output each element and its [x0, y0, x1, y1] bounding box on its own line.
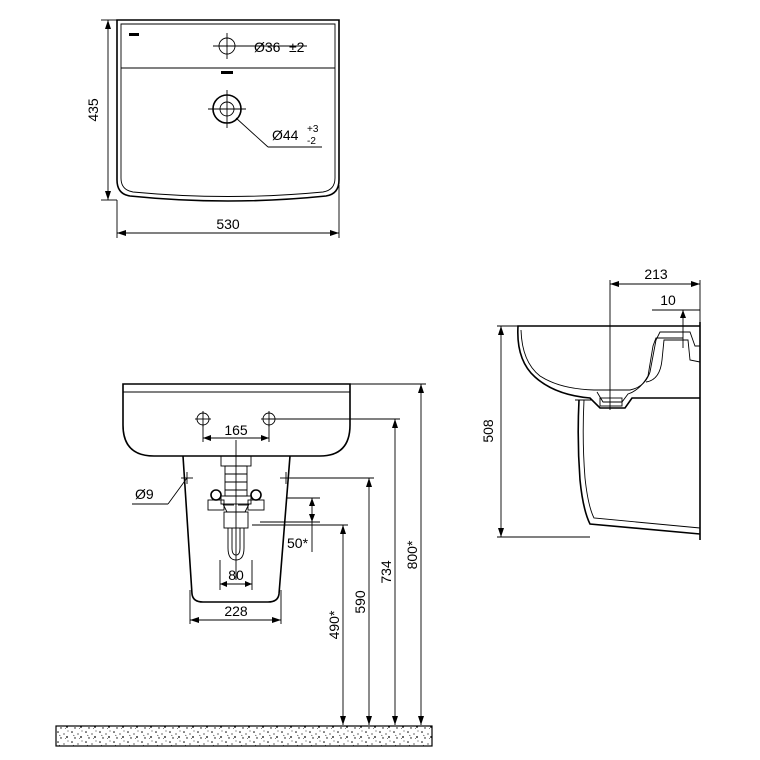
logo-mark: [129, 33, 139, 36]
side-view: 213 10 508: [480, 266, 701, 540]
height-590-label: 590: [352, 590, 368, 614]
fixing-leader: [167, 477, 188, 505]
side-drain-body: [599, 397, 623, 407]
pedestal-width-dimension: [189, 590, 282, 624]
drain-hole-diameter: Ø44: [272, 127, 299, 143]
angle-valve-left: [207, 489, 234, 511]
trap-offset-dimension: [260, 497, 320, 552]
depth-label-side: 213: [644, 266, 668, 282]
height-490-label: 490*: [326, 610, 342, 639]
width-dimension-top: [116, 185, 340, 238]
top-view: Ø36 ±2 Ø44 +3 -2 435 530: [85, 19, 340, 238]
basin-inner-top: [120, 23, 336, 197]
pedestal-side-inner: [582, 399, 701, 529]
height-dimension-800: [350, 383, 426, 725]
angle-valve-right: [238, 489, 265, 511]
trap-width-dimension: [219, 560, 253, 590]
height-dimension-734: [269, 418, 400, 725]
tap-spacing-dimension: [202, 425, 270, 442]
overflow-slot: [221, 71, 233, 74]
basin-section-inner2: [596, 337, 683, 403]
top-width-label: 530: [216, 216, 240, 232]
tap-hole-tolerance: ±2: [289, 39, 305, 55]
drain-hole-tol-plus: +3: [307, 124, 319, 135]
basin-front: [122, 383, 351, 457]
floor-hatch: [55, 725, 433, 747]
pedestal-width-label: 228: [224, 603, 248, 619]
tap-hole-diameter: Ø36: [254, 39, 281, 55]
height-dimension-side: [497, 325, 590, 538]
pedestal-front: [182, 455, 291, 603]
trap-width-label: 80: [228, 567, 244, 583]
basin-section-inner: [520, 329, 700, 391]
height-label-side: 508: [480, 419, 496, 443]
drain-hole-tol-minus: -2: [307, 136, 316, 147]
tap-hole-symbol: [213, 33, 307, 59]
depth-dimension-side: [610, 280, 701, 326]
rim-label-side: 10: [660, 292, 676, 308]
height-dimension-590: [290, 477, 374, 725]
basin-section-outer: [517, 325, 700, 409]
pedestal-side: [577, 399, 701, 535]
front-view: 165: [55, 383, 433, 747]
top-height-label: 435: [85, 98, 101, 122]
waste-trap: [220, 440, 252, 580]
drain-hole-symbol: [208, 90, 322, 148]
rim-dimension-side: [652, 309, 700, 348]
fixing-hole-label: Ø9: [135, 486, 154, 502]
height-dimension-490: [252, 524, 348, 725]
tap-spacing-label: 165: [224, 422, 248, 438]
trap-offset-label: 50*: [287, 535, 309, 551]
height-734-label: 734: [378, 560, 394, 584]
basin-outline-top: [116, 19, 340, 202]
height-dimension-top: [101, 19, 117, 201]
height-800-label: 800*: [404, 540, 420, 569]
tap-fixing-left: [195, 411, 211, 427]
overflow-channel: [645, 339, 701, 383]
